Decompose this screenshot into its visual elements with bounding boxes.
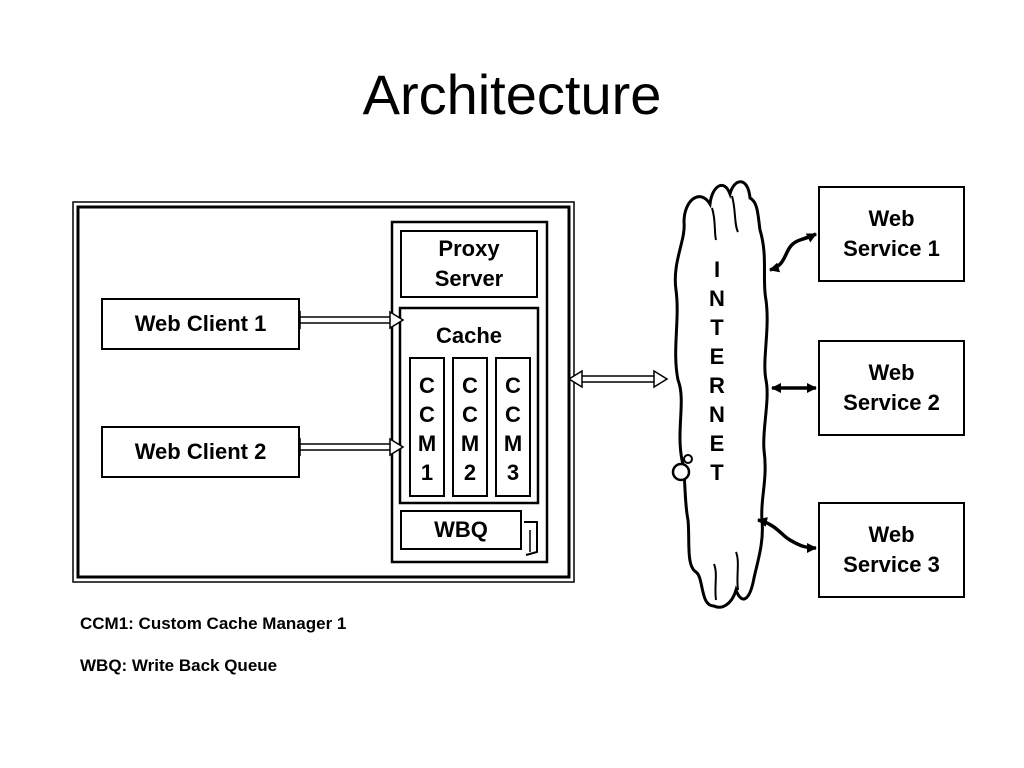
ccm-1-char: 1	[420, 460, 434, 485]
ccm-1-box: C C M 1	[409, 357, 445, 497]
ccm-2-char: C	[462, 373, 478, 398]
internet-char: N	[709, 286, 725, 311]
ccm-3-char: C	[505, 402, 521, 427]
web-service-1-box: Web Service 1	[818, 186, 965, 282]
ccm-1-char: C	[419, 402, 435, 427]
cloud-fold-4	[713, 563, 717, 601]
arrow-client2-cache	[285, 437, 405, 457]
cloud-bubble-large	[671, 462, 691, 482]
internet-char: T	[710, 460, 724, 485]
wbq-label: WBQ	[434, 517, 488, 543]
internet-char: E	[709, 344, 725, 369]
ccm-3-char: 3	[506, 460, 520, 485]
ccm-3-char: C	[505, 373, 521, 398]
web-service-2-box: Web Service 2	[818, 340, 965, 436]
internet-char: I	[713, 257, 721, 282]
web-client-1-box: Web Client 1	[101, 298, 300, 350]
internet-char: R	[709, 373, 725, 398]
arrow-client1-cache	[285, 310, 405, 330]
web-service-3-label: Web Service 3	[843, 522, 940, 577]
wbq-stack-shadow	[524, 521, 538, 556]
cache-label: Cache	[435, 323, 503, 348]
cloud-fold-2	[731, 195, 739, 233]
cloud-fold-1	[711, 207, 717, 241]
internet-char: T	[710, 315, 724, 340]
ccm-2-box: C C M 2	[452, 357, 488, 497]
slide-title: Architecture	[362, 63, 662, 126]
cloud-fold-3	[735, 551, 739, 591]
proxy-server-label: Proxy Server	[434, 236, 504, 291]
arrow-proxy-internet	[567, 369, 669, 389]
web-client-2-box: Web Client 2	[101, 426, 300, 478]
ccm-1-char: M	[417, 431, 437, 456]
ccm-2-char: C	[462, 402, 478, 427]
ccm-3-char: M	[503, 431, 523, 456]
ccm-2-char: M	[460, 431, 480, 456]
ccm-3-box: C C M 3	[495, 357, 531, 497]
proxy-server-box: Proxy Server	[400, 230, 538, 298]
internet-char: N	[709, 402, 725, 427]
legend-ccm: CCM1: Custom Cache Manager 1	[80, 614, 347, 633]
ccm-2-char: 2	[463, 460, 477, 485]
web-client-2-label: Web Client 2	[134, 439, 267, 465]
web-service-3-box: Web Service 3	[818, 502, 965, 598]
client-side-frame-inner	[76, 205, 571, 579]
arrow-internet-service3	[757, 517, 817, 553]
cloud-bubble-small	[683, 454, 693, 464]
web-service-2-label: Web Service 2	[843, 360, 940, 415]
web-client-1-label: Web Client 1	[134, 311, 267, 337]
wbq-box: WBQ	[400, 510, 522, 550]
arrow-internet-service1	[769, 232, 817, 273]
ccm-1-char: C	[419, 373, 435, 398]
internet-char: E	[709, 431, 725, 456]
web-service-1-label: Web Service 1	[843, 206, 940, 261]
client-side-frame-outer	[72, 201, 575, 583]
internet-label: I N T E R N E T	[705, 255, 729, 487]
legend-wbq: WBQ: Write Back Queue	[80, 656, 278, 675]
